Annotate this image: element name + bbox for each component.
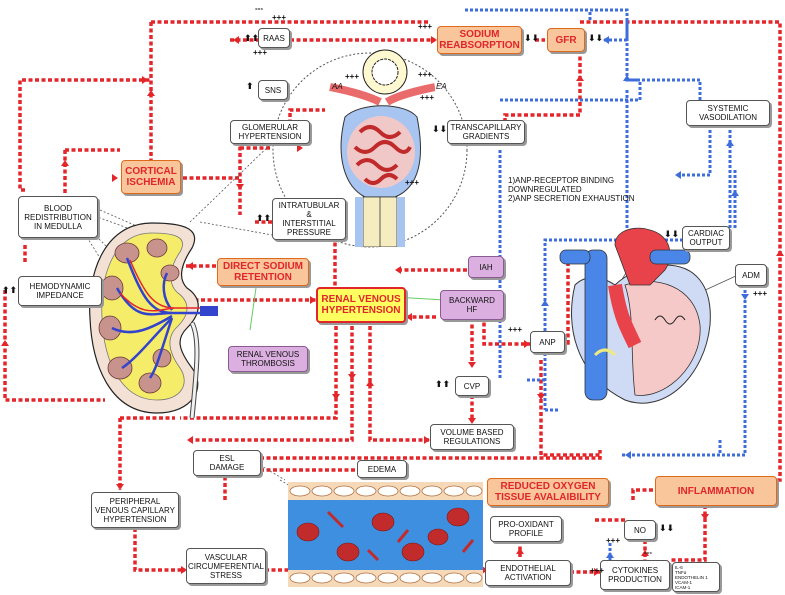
blue-arrowheads [541,36,749,558]
glomerulus-illustration [329,49,435,247]
double-down-icon-no: ⬇⬇ [659,524,675,534]
endothelial-activation-box: ENDOTHELIAL ACTIVATION [485,560,571,586]
plus-sign-ea-top: +++ [418,70,433,79]
plus-sign-raas: +++ [253,48,268,57]
blood-redistribution-box: BLOOD REDISTRIBUTION IN MEDULLA [18,196,98,238]
cytokine-list-box: IL-6 TNFα ENDOTHELIN 1 VCAM-1 ICAM-1 [672,562,720,592]
double-up-icon-cvp: ⬆⬆ [435,380,451,390]
edema-box: EDEMA [357,460,407,478]
plus-sign-backward-hf: +++ [508,325,523,334]
double-down-icon-cardiac-output: ⬇⬇ [664,230,680,240]
glomerular-hypertension-box: GLOMERULAR HYPERTENSION [230,120,310,144]
plus-sign-aa: +++ [345,72,360,81]
sns-box: SNS [258,80,288,100]
raas-box: RAAS [258,28,290,48]
volume-based-regulations-box: VOLUME BASED REGULATIONS [430,424,514,450]
iah-box: IAH [468,256,504,278]
reduced-oxygen-box: REDUCED OXYGEN TISSUE AVALAIBILITY [487,478,609,506]
plus-sign-ea: +++ [420,93,435,102]
cortical-ischemia-box: CORTICAL ISCHEMIA [121,160,181,194]
anp-box: ANP [530,331,565,353]
arrowheads [1,36,784,576]
heart-illustration [559,227,711,404]
transcapillary-gradients-box: TRANSCAPILLARY GRADIENTS [447,120,525,144]
inflammation-box: INFLAMMATION [655,476,777,506]
adm-box: ADM [735,264,767,286]
double-up-icon-hemodynamic: ⬆⬆ [2,286,18,296]
plus-sign-no: +++ [606,536,621,545]
double-up-icon-raas: ⬆⬆ [244,34,260,44]
renal-venous-hypertension-box: RENAL VENOUS HYPERTENSION [316,287,406,323]
pro-oxidant-box: PRO-OXIDANT PROFILE [490,516,562,542]
direct-sodium-retention-box: DIRECT SODIUM RETENTION [217,258,309,286]
vascular-stress-box: VASCULAR CIRCUMFERENTIAL STRESS [186,548,266,584]
intratubular-pressure-box: INTRATUBULAR & INTERSTITIAL PRESSURE [272,198,346,240]
peripheral-venous-box: PERIPHERAL VENOUS CAPILLARY HYPERTENSION [91,492,179,528]
backward-hf-box: BACKWARD HF [440,290,504,320]
plus-sign-adm: +++ [753,289,768,298]
renal-venous-thrombosis-box: RENAL VENOUS THROMBOSIS [228,346,308,372]
afferent-arteriole-label: AA [332,82,343,91]
gfr-box: GFR [547,28,585,52]
systemic-vasodilation-box: SYSTEMIC VASODILATION [686,100,770,126]
kidney-illustration [89,222,218,418]
no-box: NO [624,520,656,540]
plus-sign-sodium: +++ [418,22,433,31]
plus-sign-cytokines: +++ [590,566,605,575]
cardiac-output-box: CARDIAC OUTPUT [682,226,730,250]
double-up-icon-intratubular: ⬆⬆ [256,214,272,224]
double-down-icon-sodium: ⬇⬇ [524,34,540,44]
double-down-icon-gfr: ⬇⬇ [588,34,604,44]
double-up-icon-sns: ⬆ [246,82,254,92]
efferent-arteriole-label: EA [436,82,447,91]
sodium-reabsorption-box: SODIUM REABSORPTION [437,26,522,54]
plus-sign-raas-top: +++ [272,13,287,22]
magnifier-circle [272,52,468,248]
anp-note: 1)ANP-RECEPTOR BINDING DOWNREGULATED 2)A… [508,176,635,203]
capillary-illustration [288,482,483,587]
cytokines-production-box: CYTOKINES PRODUCTION [600,560,670,590]
plus-sign-glomerulus: +++ [405,178,420,187]
minus-sign-cytokines: --- [644,548,652,557]
esl-damage-box: ESL DAMAGE [193,450,261,476]
minus-sign-raas: --- [255,4,263,13]
hemodynamic-impedance-box: HEMODYNAMIC IMPEDANCE [18,276,102,306]
double-down-icon-transcapillary: ⬇⬇ [432,125,448,135]
cvp-box: CVP [455,376,489,396]
